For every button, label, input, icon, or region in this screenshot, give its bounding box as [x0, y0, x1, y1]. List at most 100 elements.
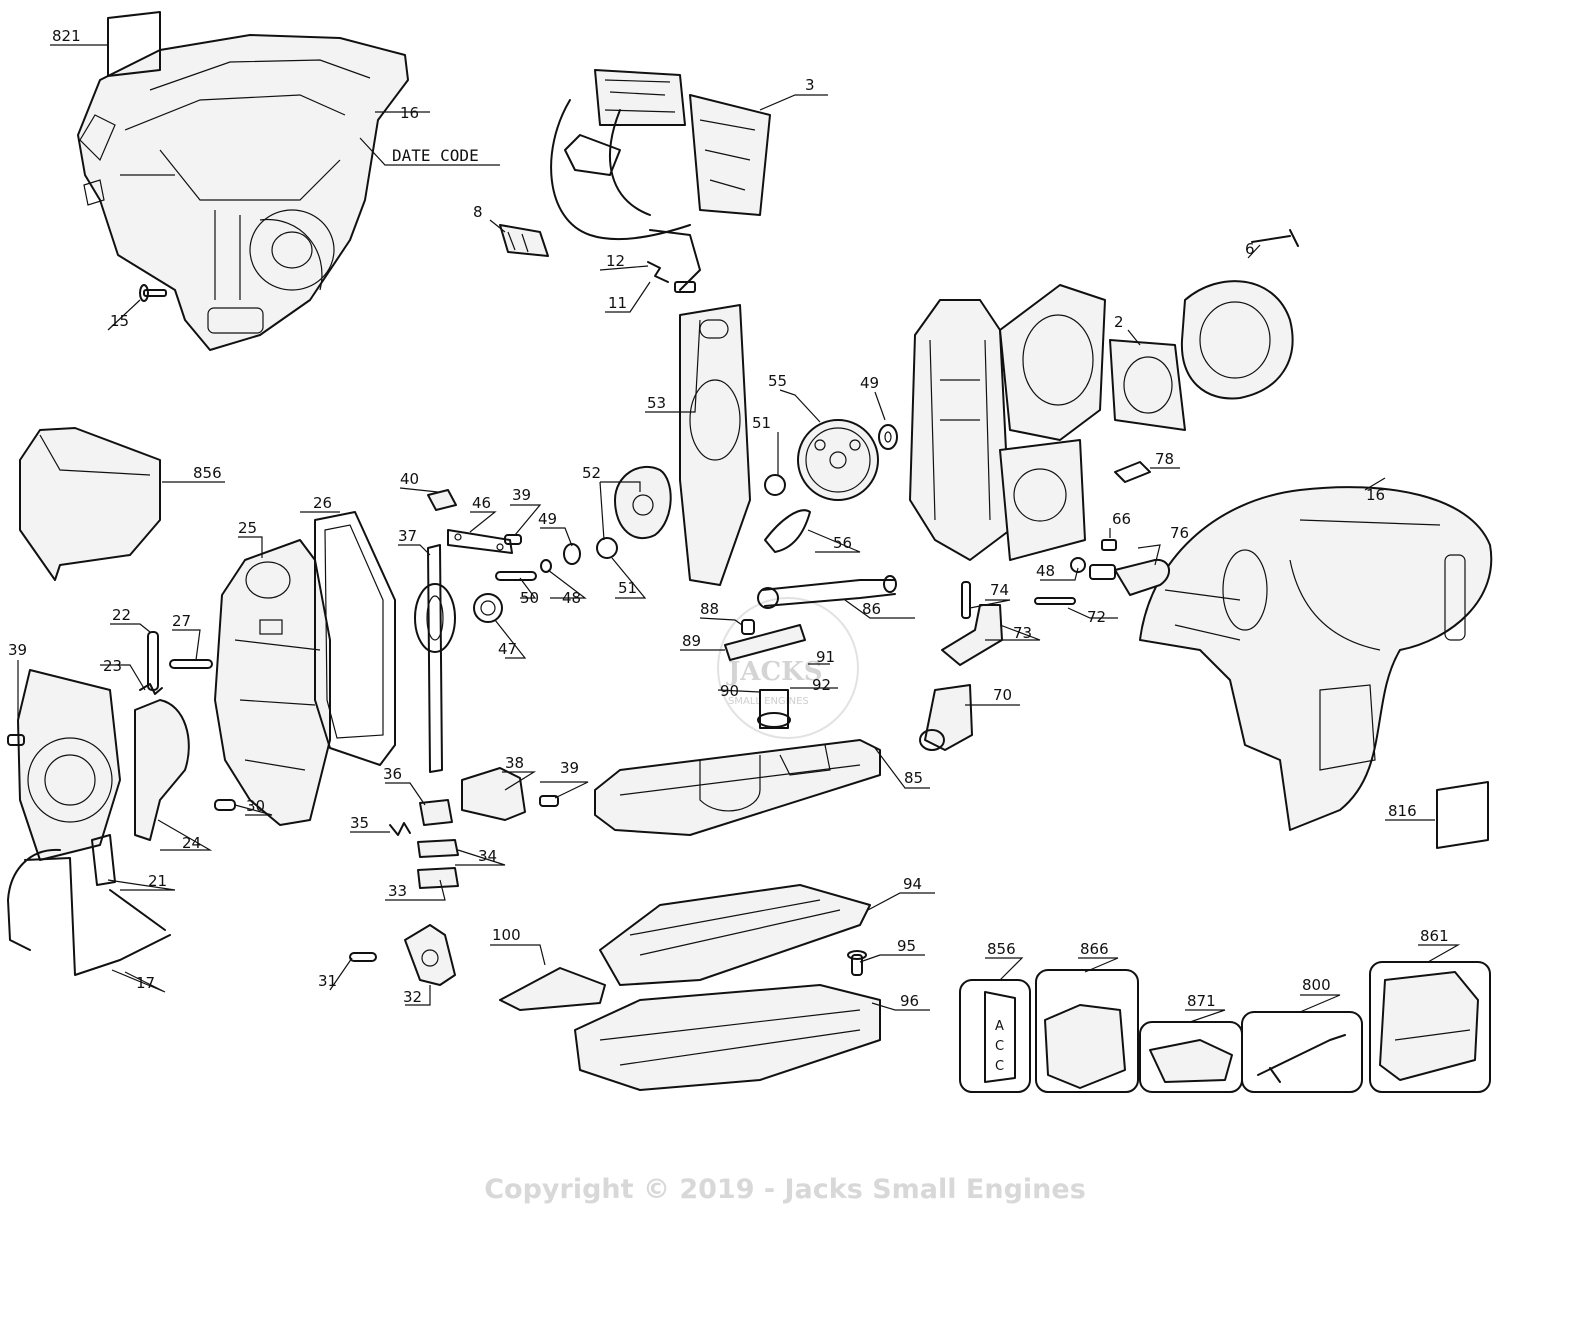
callout-91: 91 — [816, 648, 835, 666]
screw-15 — [139, 284, 167, 302]
callout-16-top: 16 — [400, 104, 419, 122]
callout-8: 8 — [473, 203, 483, 221]
pin-74 — [961, 581, 971, 619]
pin-72 — [1034, 597, 1076, 605]
plate-34 — [417, 839, 459, 858]
gasket-26 — [314, 511, 396, 766]
callout-33: 33 — [388, 882, 407, 900]
callout-36: 36 — [383, 765, 402, 783]
acc-letter-2: C — [995, 1039, 1004, 1054]
callout-74: 74 — [990, 581, 1009, 599]
foot-pad-100 — [499, 967, 606, 1011]
callout-date-code: DATE CODE — [392, 146, 479, 165]
accessory-box-861 — [1369, 961, 1491, 1093]
roller-38 — [461, 767, 526, 821]
callout-52: 52 — [582, 464, 601, 482]
copyright-watermark: Copyright © 2019 - Jacks Small Engines — [484, 1174, 1086, 1205]
switch-assembly — [550, 69, 771, 291]
plate-33 — [417, 867, 459, 889]
lever-73 — [941, 604, 1003, 666]
watermark-logo-sub: SMALL ENGINES — [728, 696, 809, 707]
gear-55 — [797, 419, 879, 501]
accessory-box-800 — [1241, 1011, 1363, 1093]
callout-11: 11 — [608, 294, 627, 312]
callout-70: 70 — [993, 686, 1012, 704]
callout-53: 53 — [647, 394, 666, 412]
callout-51-top: 51 — [752, 414, 771, 432]
callout-37: 37 — [398, 527, 417, 545]
spring-35 — [389, 822, 411, 836]
callout-31: 31 — [318, 972, 337, 990]
guard-17 — [7, 848, 171, 976]
callout-labels: 821 16 DATE CODE 3 8 12 11 15 6 2 55 49 … — [8, 27, 1449, 1010]
callout-85: 85 — [904, 769, 923, 787]
callout-55: 55 — [768, 372, 787, 390]
plunger-86 — [757, 575, 897, 609]
clamp-32 — [404, 924, 456, 986]
clip-78 — [1114, 461, 1151, 483]
callout-21: 21 — [148, 872, 167, 890]
callout-48-right: 48 — [1036, 562, 1055, 580]
spring-23 — [139, 683, 163, 695]
callout-6: 6 — [1245, 240, 1255, 258]
cam-52 — [614, 465, 672, 540]
fan-baffle-6 — [1180, 229, 1299, 400]
callout-15: 15 — [110, 312, 129, 330]
spring-11-12 — [647, 261, 696, 293]
screw-30 — [214, 799, 236, 811]
callout-51-lower: 51 — [618, 579, 637, 597]
callout-3: 3 — [805, 76, 815, 94]
endcap-39 — [17, 669, 121, 861]
screw-27 — [169, 659, 213, 669]
roller-guide-70 — [919, 684, 973, 751]
callout-96: 96 — [900, 992, 919, 1010]
gear-case-85 — [594, 739, 881, 836]
motor-cover-2 — [1109, 339, 1186, 431]
base-96 — [574, 984, 881, 1091]
callout-47: 47 — [498, 640, 517, 658]
watermark-logo: JACKS SMALL ENGINES — [717, 597, 859, 739]
callout-48-center: 48 — [562, 589, 581, 607]
pin-39-center — [504, 534, 522, 545]
gear-housing-25 — [214, 539, 331, 826]
washer-49-top — [878, 424, 898, 450]
bearing-47 — [473, 593, 503, 623]
callout-90: 90 — [720, 682, 739, 700]
cam-plate-56 — [764, 509, 811, 553]
plate-21 — [91, 834, 116, 886]
callout-821: 821 — [52, 27, 81, 45]
accessory-box-856: A C C — [959, 979, 1031, 1093]
callout-23: 23 — [103, 657, 122, 675]
callout-100: 100 — [492, 926, 521, 944]
callout-26: 26 — [313, 494, 332, 512]
pin-50 — [495, 571, 537, 581]
callout-25: 25 — [238, 519, 257, 537]
callout-92: 92 — [812, 676, 831, 694]
callout-40: 40 — [400, 470, 419, 488]
callout-73: 73 — [1013, 624, 1032, 642]
washer-49-center — [563, 543, 581, 565]
battery-terminal-8 — [499, 224, 549, 257]
counterweight-53 — [679, 304, 751, 586]
lever-76 — [1089, 558, 1170, 596]
callout-22: 22 — [112, 606, 131, 624]
pad-40 — [427, 489, 457, 511]
label-plate-816 — [1436, 781, 1489, 849]
label-plate-821 — [107, 11, 161, 77]
callout-88: 88 — [700, 600, 719, 618]
callout-38: 38 — [505, 754, 524, 772]
leader-lines — [17, 44, 1461, 1023]
pin-22 — [147, 631, 159, 691]
shoe-cover-94 — [599, 884, 871, 986]
screw-39-lower — [539, 795, 559, 807]
callout-76: 76 — [1170, 524, 1189, 542]
callout-866: 866 — [1080, 940, 1109, 958]
callout-17: 17 — [136, 974, 155, 992]
watermark-logo-main: JACKS — [726, 657, 823, 687]
washer-48-right — [1070, 557, 1086, 573]
callout-50: 50 — [520, 589, 539, 607]
acc-letter-1: A — [995, 1019, 1004, 1034]
callout-35: 35 — [350, 814, 369, 832]
motor-housing — [909, 284, 1106, 561]
callout-24: 24 — [182, 834, 201, 852]
